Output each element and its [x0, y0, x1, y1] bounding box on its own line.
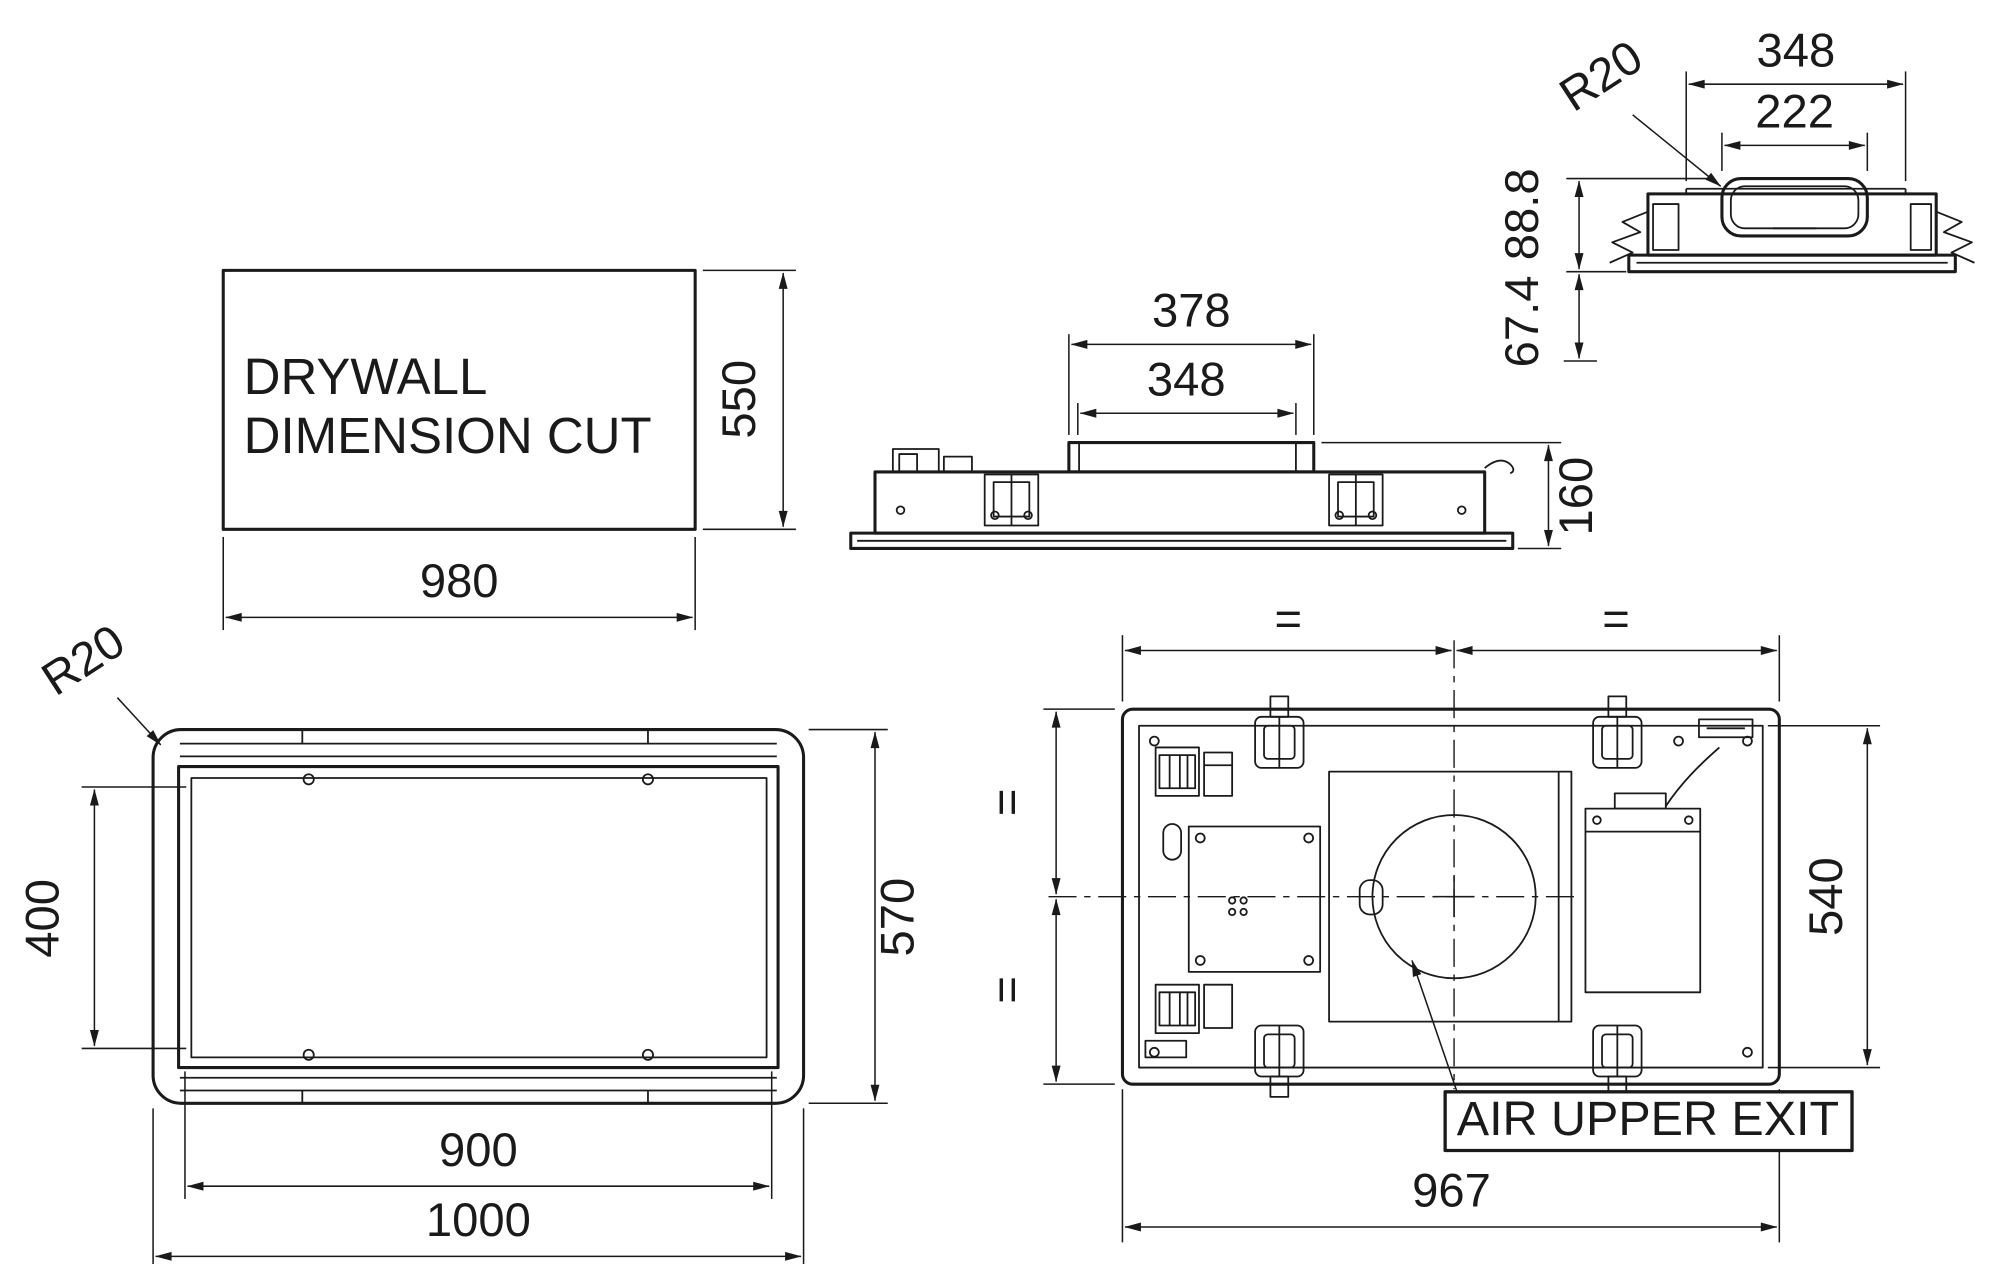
side-view-dimensions: 378 348 160: [1068, 285, 1603, 550]
drywall-cut-dimensions: 550 980: [222, 269, 796, 631]
mounting-bracket-top-left: [1254, 695, 1305, 769]
air-exit-opening: [1371, 814, 1537, 980]
equal-left-upper-label: =: [981, 788, 1034, 816]
bottom-view-dimensions: R20 400 570 900 1000: [17, 615, 924, 1264]
dim-550-label: 550: [713, 360, 766, 439]
dim-348-side-label: 348: [1147, 353, 1226, 406]
mounting-bracket-top-right: [1592, 695, 1643, 769]
equal-left-lower-label: =: [981, 976, 1034, 1004]
view-drywall-cut: DRYWALL DIMENSION CUT 550 980: [221, 268, 796, 631]
dim-400-label: 400: [17, 879, 70, 958]
view-end: 348 222 88.8 67.4 R20: [1496, 24, 1975, 367]
side-cable: [1484, 459, 1515, 475]
mounting-bracket-bottom-left: [1254, 1024, 1305, 1098]
dim-160-label: 160: [1550, 457, 1603, 536]
dim-348-end-label: 348: [1757, 24, 1836, 77]
dim-222-label: 222: [1755, 86, 1834, 139]
dim-900-label: 900: [439, 1124, 518, 1177]
left-spring-clip: [1609, 210, 1649, 264]
dim-378-label: 378: [1152, 285, 1231, 338]
bottom-glass-panel: [177, 765, 780, 1070]
radius-r20-end-label: R20: [1550, 30, 1651, 122]
right-spring-clip: [1935, 210, 1975, 264]
top-view-dimensions: = = = = 540 967 AIR UPPER EXIT: [981, 593, 1881, 1243]
view-top: = = = = 540 967 AIR UPPER EXIT: [981, 593, 1881, 1243]
dim-88-8-label: 88.8: [1496, 168, 1549, 260]
dim-980-label: 980: [420, 555, 499, 608]
dim-1000-label: 1000: [426, 1194, 531, 1247]
cable-run: [1665, 746, 1720, 807]
blower-unit: [1584, 807, 1702, 994]
top-view-outline: [1048, 640, 1781, 1098]
air-exit-callout-box: [1443, 1090, 1854, 1153]
control-box: [1187, 825, 1322, 973]
mounting-bracket-bottom-right: [1592, 1024, 1643, 1098]
fan-mounting-plate: [1328, 770, 1573, 1023]
equal-top-left-label: =: [1274, 593, 1302, 646]
dim-540-label: 540: [1800, 857, 1853, 936]
view-side: 378 348 160: [849, 285, 1603, 550]
dim-67-4-label: 67.4: [1496, 275, 1549, 367]
end-view-outline: [1609, 177, 1975, 274]
side-view-outline: [849, 441, 1515, 550]
drywall-title-line1: DRYWALL: [244, 348, 488, 405]
drywall-title-line2: DIMENSION CUT: [244, 407, 652, 464]
bottom-view-outline: [151, 728, 806, 1105]
end-duct-opening: [1720, 177, 1869, 238]
drywall-cut-rectangle: [221, 268, 697, 531]
side-duct-spigot: [1067, 441, 1316, 474]
equal-top-right-label: =: [1602, 593, 1630, 646]
dim-967-label: 967: [1412, 1165, 1491, 1218]
end-view-dimensions: 348 222 88.8 67.4 R20: [1496, 24, 1907, 367]
radius-r20-bottom-label: R20: [33, 615, 134, 707]
dim-570-label: 570: [871, 878, 924, 957]
air-exit-callout-label: AIR UPPER EXIT: [1457, 1092, 1839, 1146]
bottom-outer-body: [151, 728, 806, 1105]
view-bottom: R20 400 570 900 1000: [17, 615, 924, 1264]
